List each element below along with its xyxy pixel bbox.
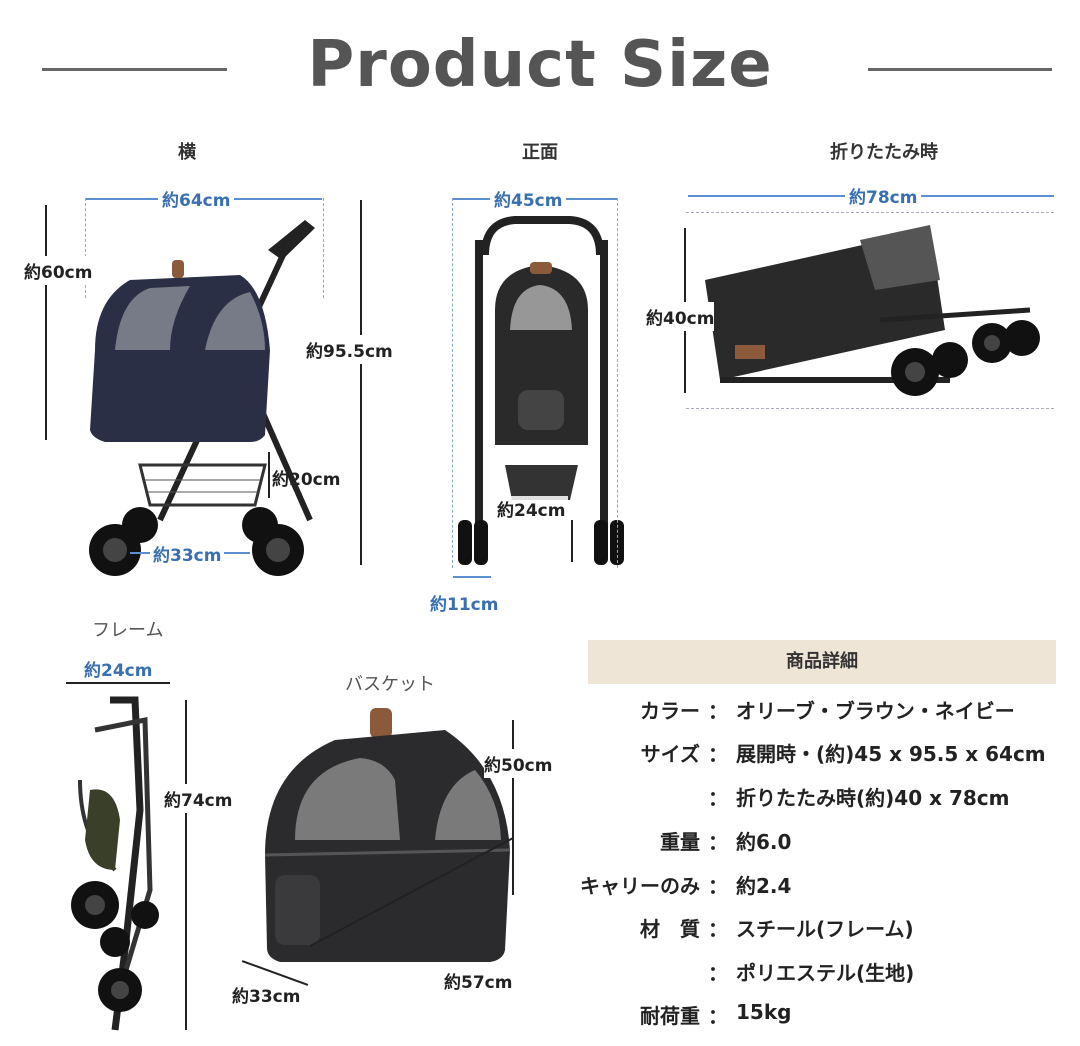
spec-key: カラー (640, 699, 700, 723)
spec-sep: ： (708, 874, 728, 898)
spec-sep: ： (708, 1004, 728, 1028)
spec-value: ポリエステル(生地) (736, 961, 915, 985)
side-total-height-value: 約95.5cm (306, 335, 393, 364)
folded-width-value: 約78cm (845, 183, 922, 208)
frame-height-value: 約74cm (164, 784, 233, 813)
page-title: Product Size (307, 28, 773, 102)
spec-value: 約6.0 (736, 830, 792, 854)
front-view-figure (440, 200, 640, 580)
folded-view-label: 折りたたみ時 (830, 142, 938, 163)
front-wheel-gap-line (453, 576, 491, 578)
folded-height-value: 約40cm (646, 302, 715, 331)
frame-height-guide (185, 700, 187, 1030)
spec-row-weight: 重量 ： 約6.0 (580, 826, 791, 855)
basket-height-line (512, 720, 514, 895)
spec-key: サイズ (640, 742, 700, 766)
spec-row-size: サイズ ： 展開時・(約)45 x 95.5 x 64cm (580, 738, 1046, 767)
basket-width-value: 約57cm (444, 973, 513, 993)
side-low-height-line (268, 452, 270, 498)
spec-value: 折りたたみ時(約)40 x 78cm (736, 786, 1010, 810)
spec-value: 展開時・(約)45 x 95.5 x 64cm (736, 742, 1046, 766)
spec-sep: ： (708, 961, 728, 985)
spec-sep: ： (708, 830, 728, 854)
side-basket-height-line (45, 205, 47, 440)
frame-label: フレーム (92, 620, 164, 641)
folded-frame-illustration (71, 696, 159, 1031)
front-width-guide-right (617, 198, 618, 568)
stroller-folded-illustration (705, 225, 1040, 396)
spec-row-color: カラー ： オリーブ・ブラウン・ネイビー (580, 695, 1015, 724)
carrier-basket-illustration (264, 708, 511, 962)
spec-row-material: 材 質 ： スチール(フレーム) (580, 913, 914, 942)
folded-view-figure (700, 210, 1050, 410)
side-total-height-line (360, 200, 362, 565)
basket-label: バスケット (345, 674, 435, 695)
spec-key: キャリーのみ (580, 874, 700, 898)
frame-figure (60, 690, 180, 1035)
side-wheelbase-value: 約33cm (150, 541, 225, 566)
spec-value: 15kg (736, 1000, 792, 1024)
stroller-side-illustration (89, 220, 315, 576)
spec-row-size-folded: ： 折りたたみ時(約)40 x 78cm (580, 782, 1009, 811)
side-width-guide-left (85, 198, 86, 298)
front-wheel-gap-value: 約11cm (430, 595, 499, 615)
spec-sep: ： (708, 786, 728, 810)
side-low-height-value: 約20cm (272, 470, 341, 490)
folded-bottom-guide (686, 408, 1054, 409)
frame-width-line (66, 682, 170, 684)
frame-width-value: 約24cm (84, 661, 153, 681)
spec-value: オリーブ・ブラウン・ネイビー (736, 699, 1015, 723)
spec-key (580, 957, 700, 986)
side-view-label: 横 (178, 142, 196, 163)
spec-table-heading: 商品詳細 (588, 640, 1056, 684)
spec-key: 材 質 (640, 917, 700, 941)
basket-depth-value: 約33cm (232, 987, 301, 1007)
spec-key (580, 782, 700, 811)
basket-height-value: 約50cm (484, 749, 553, 778)
spec-sep: ： (708, 917, 728, 941)
title-rule-left (42, 68, 227, 71)
stroller-front-illustration (458, 216, 624, 565)
spec-value: スチール(フレーム) (736, 917, 914, 941)
spec-key: 耐荷重 (640, 1004, 700, 1028)
spec-sep: ： (708, 742, 728, 766)
side-basket-height-value: 約60cm (24, 256, 93, 285)
spec-sep: ： (708, 699, 728, 723)
spec-row-material-fabric: ： ポリエステル(生地) (580, 957, 914, 986)
front-inner-value: 約24cm (494, 496, 569, 521)
spec-value: 約2.4 (736, 874, 792, 898)
basket-figure (255, 700, 515, 990)
spec-key: 重量 (660, 830, 700, 854)
front-width-value: 約45cm (490, 186, 567, 211)
side-width-value: 約64cm (158, 186, 235, 211)
title-rule-right (868, 68, 1052, 71)
spec-row-load-capacity: 耐荷重 ： 15kg (580, 1000, 791, 1029)
spec-row-carrier-weight: キャリーのみ ： 約2.4 (560, 870, 791, 899)
side-width-guide-right (323, 198, 324, 298)
front-width-guide-left (452, 198, 453, 568)
front-inner-line (571, 520, 573, 562)
folded-top-guide (686, 212, 1054, 213)
front-view-label: 正面 (522, 142, 558, 163)
side-view-figure (20, 180, 400, 600)
